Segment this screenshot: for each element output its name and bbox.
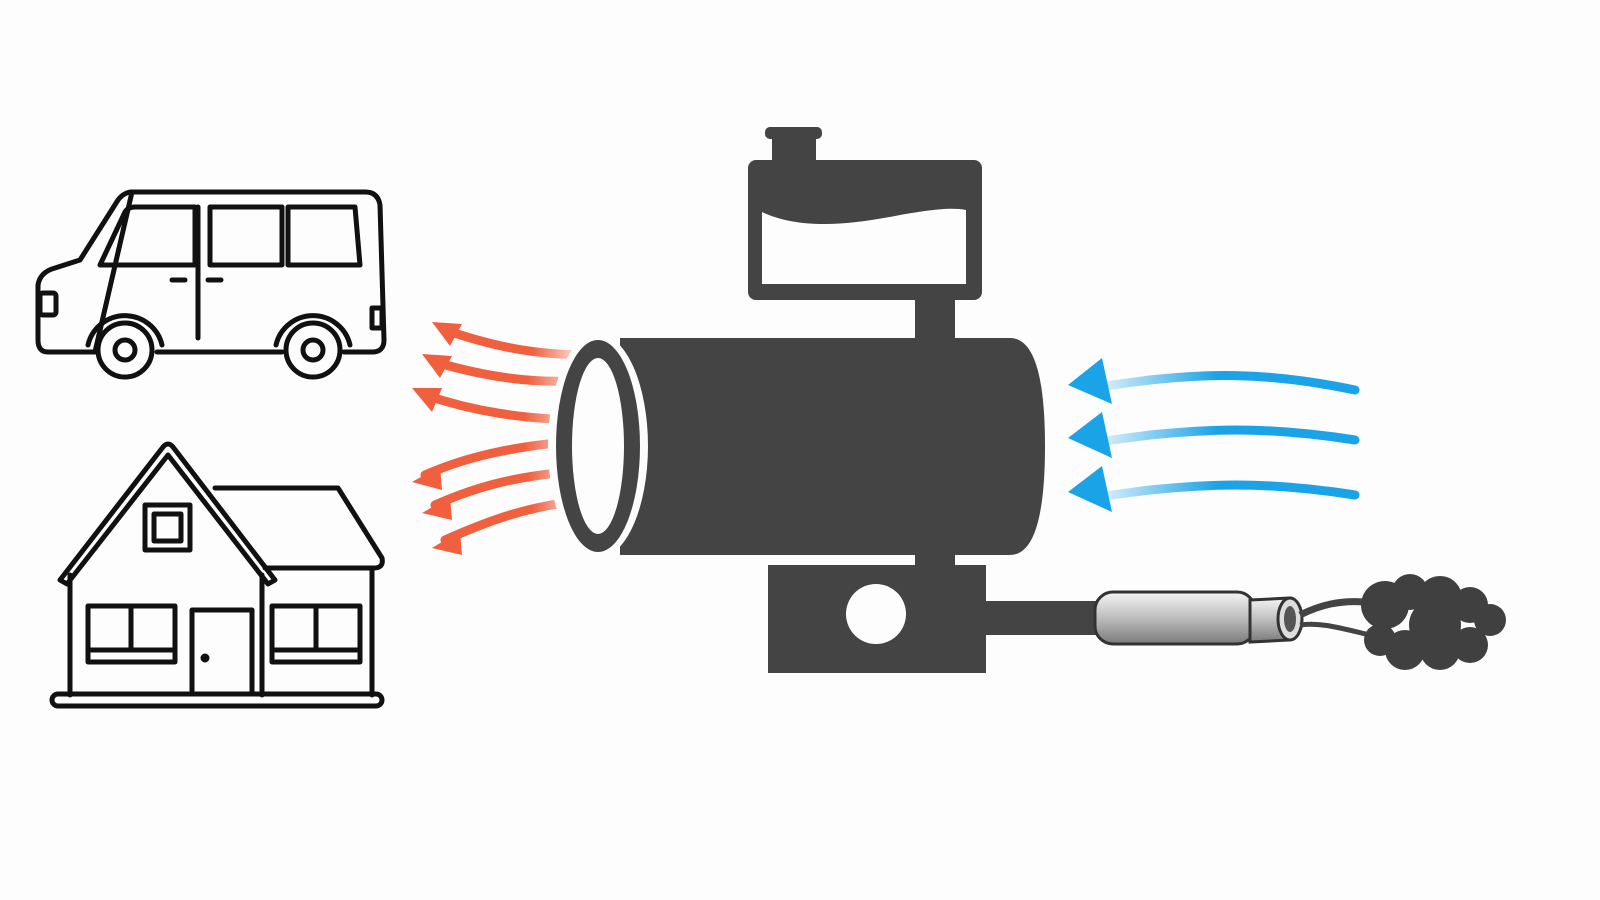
cold-air-arrowheads [1068, 358, 1112, 512]
diesel-heater-icon [548, 127, 1045, 673]
cold-air-arrow-icon [1075, 425, 1360, 450]
cold-air-arrow-icon [1075, 371, 1360, 395]
heater-body [620, 338, 1045, 555]
van-icon [35, 189, 387, 380]
fuel-tank-cap [765, 127, 822, 139]
smoke-icon [1361, 574, 1506, 670]
hot-air-arrow-icon [440, 325, 595, 360]
cold-air-arrows [1075, 371, 1360, 505]
house-icon [49, 441, 385, 709]
cold-air-arrow-icon [1075, 480, 1360, 505]
hot-air-arrowheads [412, 322, 462, 555]
exhaust-muffler-icon [984, 590, 1371, 646]
